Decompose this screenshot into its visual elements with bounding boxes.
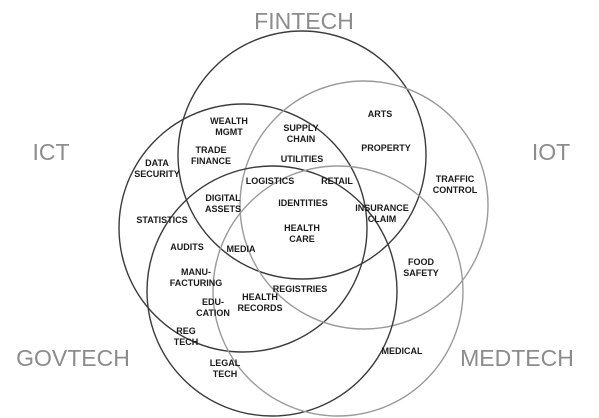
item-label-line: SAFETY	[403, 268, 439, 278]
govtech-circle	[146, 165, 398, 417]
item-label-line: ARTS	[368, 109, 393, 119]
item-label-line: FINANCE	[191, 156, 231, 166]
item-label-line: PROPERTY	[361, 143, 411, 153]
item-label: MEDICAL	[382, 346, 423, 356]
item-label-line: TRADE	[196, 145, 227, 155]
item-label-line: RECORDS	[237, 303, 282, 313]
item-label-line: AUDITS	[170, 242, 204, 252]
set-label-iot: IOT	[532, 139, 570, 165]
set-label-medtech: MEDTECH	[460, 345, 574, 371]
item-label: STATISTICS	[136, 215, 187, 225]
item-label: UTILITIES	[281, 154, 324, 164]
item-label-line: IDENTITIES	[278, 198, 328, 208]
item-label: AUDITS	[170, 242, 204, 252]
item-label-line: TECH	[213, 369, 238, 379]
item-label-line: FACTURING	[170, 278, 223, 288]
item-label: EDU-CATION	[196, 297, 230, 318]
ict-circle	[118, 103, 368, 353]
item-label-line: CLAIM	[368, 214, 397, 224]
item-label-line: DATA	[145, 158, 169, 168]
item-label-line: CARE	[289, 234, 315, 244]
set-label-govtech: GOVTECH	[16, 345, 130, 371]
item-label-line: LOGISTICS	[246, 176, 295, 186]
item-label-line: REG	[176, 326, 196, 336]
item-label: MEDIA	[227, 244, 257, 254]
item-label-line: WEALTH	[210, 116, 248, 126]
item-label: PROPERTY	[361, 143, 411, 153]
item-label-line: EDU-	[202, 297, 224, 307]
item-label-line: INSURANCE	[355, 203, 409, 213]
item-label-line: RETAIL	[321, 176, 353, 186]
item-label: LOGISTICS	[246, 176, 295, 186]
item-label: IDENTITIES	[278, 198, 328, 208]
set-labels: FINTECH ICT IOT GOVTECH MEDTECH	[16, 8, 574, 371]
item-label: RETAIL	[321, 176, 353, 186]
set-label-ict: ICT	[32, 139, 69, 165]
fintech-circle	[177, 30, 427, 280]
item-label-line: CHAIN	[287, 134, 316, 144]
item-label-line: TECH	[174, 337, 199, 347]
item-label: REGISTRIES	[273, 284, 328, 294]
item-label-line: CONTROL	[433, 185, 478, 195]
item-label-line: MEDIA	[227, 244, 257, 254]
item-label-line: LEGAL	[210, 358, 241, 368]
item-label-line: MGMT	[215, 127, 243, 137]
item-label-line: SECURITY	[134, 169, 180, 179]
item-label-line: HEALTH	[284, 223, 320, 233]
item-label-line: FOOD	[408, 257, 434, 267]
set-label-fintech: FINTECH	[254, 8, 354, 34]
venn-circles	[118, 30, 489, 417]
iot-circle	[239, 80, 489, 330]
item-label-line: TRAFFIC	[436, 174, 475, 184]
item-label-line: REGISTRIES	[273, 284, 328, 294]
item-label-line: SUPPLY	[283, 123, 318, 133]
item-label-line: MANU-	[181, 267, 211, 277]
item-label: ARTS	[368, 109, 393, 119]
item-label: MANU-FACTURING	[170, 267, 223, 288]
item-label-line: UTILITIES	[281, 154, 324, 164]
item-label-line: ASSETS	[205, 204, 241, 214]
medtech-circle	[212, 165, 464, 417]
item-label-line: MEDICAL	[382, 346, 423, 356]
item-label-line: STATISTICS	[136, 215, 187, 225]
item-label-line: HEALTH	[242, 292, 278, 302]
item-label-line: DIGITAL	[205, 193, 241, 203]
item-label-line: CATION	[196, 308, 230, 318]
